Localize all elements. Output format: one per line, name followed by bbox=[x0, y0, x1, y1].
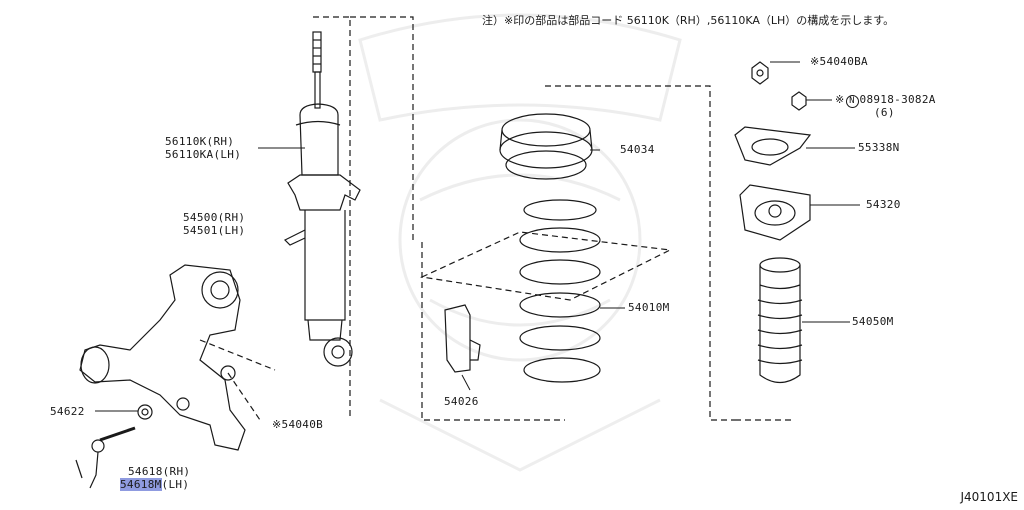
label-boot: 54050M bbox=[852, 315, 894, 328]
label-link-lh: 54618M(LH) bbox=[120, 478, 190, 491]
coil-spring bbox=[519, 199, 601, 383]
label-strut-rh: 56110K(RH) bbox=[165, 135, 235, 148]
spring-plane bbox=[419, 231, 673, 301]
label-seat: 54034 bbox=[620, 143, 655, 156]
lower-bushing bbox=[137, 404, 153, 420]
upper-nut bbox=[751, 61, 769, 85]
label-nut-small-mark: ※ bbox=[835, 93, 845, 106]
upper-assembly-frame bbox=[545, 85, 795, 421]
label-nut-small-code: 08918-3082A bbox=[859, 93, 936, 106]
bump-stopper bbox=[444, 304, 481, 373]
label-plate: 55338N bbox=[858, 141, 900, 154]
label-spring: 54010M bbox=[628, 301, 670, 314]
label-nut-small-circle: N bbox=[845, 95, 859, 108]
label-link-lh-side: (LH) bbox=[161, 478, 190, 491]
label-link-rh: 54618(RH) bbox=[128, 465, 191, 478]
strut-assembly-frame bbox=[313, 16, 565, 421]
small-nut bbox=[791, 91, 807, 111]
label-bushing: 54622 bbox=[50, 405, 85, 418]
assembly-note: 注）※印の部品は部品コード 56110K（RH）,56110KA（LH）の構成を… bbox=[482, 14, 895, 27]
diagram-code: J40101XE bbox=[960, 490, 1018, 504]
lower-arm bbox=[79, 264, 246, 451]
stabilizer-link bbox=[75, 426, 136, 489]
label-bumper: 54026 bbox=[444, 395, 479, 408]
leader-lines bbox=[95, 61, 860, 412]
label-nut-small-qty: (6) bbox=[874, 106, 895, 119]
label-arm-lh: 54501(LH) bbox=[183, 224, 246, 237]
label-mount: 54320 bbox=[866, 198, 901, 211]
watermark-emblem bbox=[358, 13, 682, 472]
label-strut-lh: 56110KA(LH) bbox=[165, 148, 242, 161]
mount-plate bbox=[734, 126, 812, 166]
arm-dash bbox=[199, 339, 276, 421]
shock-absorber bbox=[283, 31, 361, 367]
spring-seat bbox=[499, 113, 593, 180]
label-nut-top: ※54040BA bbox=[810, 55, 868, 68]
highlighted-part-code: 54618M bbox=[120, 478, 162, 491]
strut-mount bbox=[739, 184, 811, 241]
label-bolt: ※54040B bbox=[272, 418, 324, 431]
label-arm-rh: 54500(RH) bbox=[183, 211, 246, 224]
dust-boot bbox=[757, 257, 803, 384]
frame-link bbox=[350, 16, 414, 240]
